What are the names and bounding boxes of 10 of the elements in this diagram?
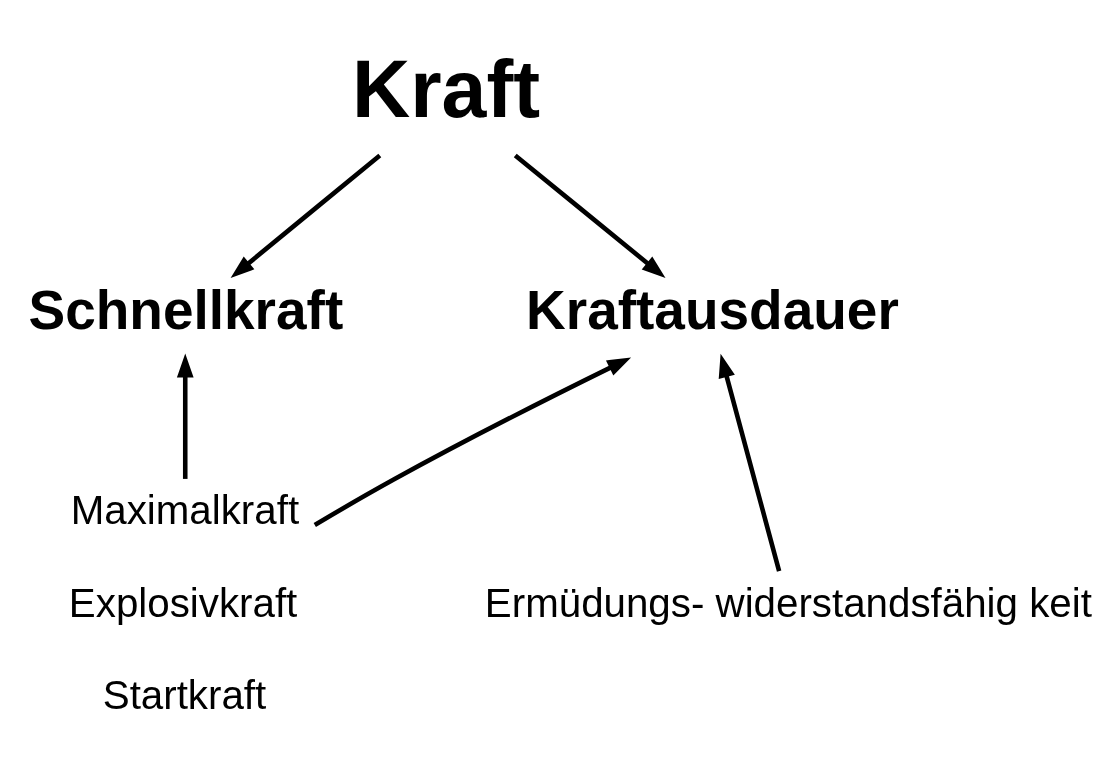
node-text: Maximalkraft Explosivkraft Startkraft bbox=[68, 487, 300, 718]
arrow bbox=[313, 356, 632, 527]
node-text: Kraftausdauer bbox=[526, 278, 899, 341]
arrow bbox=[176, 353, 194, 479]
arrow bbox=[718, 353, 782, 572]
node-text: Ermüdungs- widerstandsfähig keit bbox=[484, 580, 1092, 626]
arrow bbox=[230, 153, 382, 278]
node-text: Schnellkraft bbox=[28, 278, 344, 341]
node-text: Kraft bbox=[352, 43, 541, 134]
arrow bbox=[513, 153, 666, 278]
